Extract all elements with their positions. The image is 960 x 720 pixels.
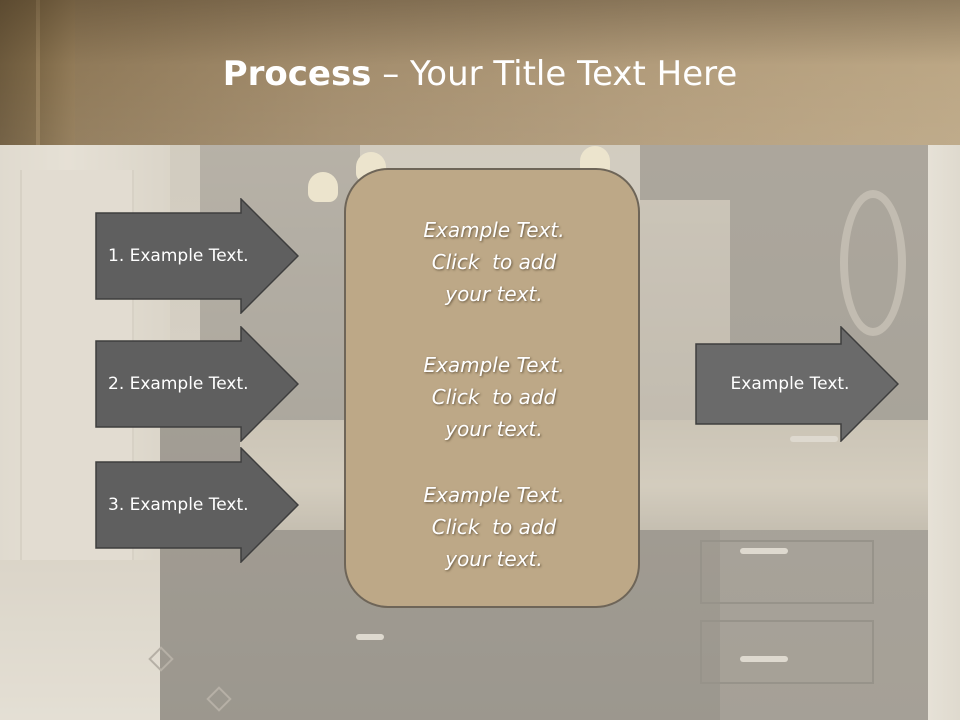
title-bar xyxy=(0,0,960,145)
center-paragraph-2-line-1: Example Text. xyxy=(423,353,565,377)
center-paragraph-2-line-3: your text. xyxy=(445,417,543,441)
center-paragraph-3-line-3: your text. xyxy=(445,547,543,571)
center-paragraph-3-line-1: Example Text. xyxy=(423,483,565,507)
bg-drawer xyxy=(700,540,874,604)
center-paragraph-2-line-2: Click to add xyxy=(431,385,557,409)
bg-lamp xyxy=(308,172,338,202)
bg-column xyxy=(928,145,960,720)
arrow-step-3-label: 3. Example Text. xyxy=(108,495,249,515)
slide-title-bold: Process xyxy=(222,54,372,94)
title-bar-shading xyxy=(0,0,960,145)
center-paragraph-2: Example Text. Click to add your text. xyxy=(346,349,642,445)
center-paragraph-1-line-2: Click to add xyxy=(431,250,557,274)
bg-towel-ring xyxy=(840,190,906,336)
bg-handle xyxy=(740,656,788,662)
center-paragraph-1: Example Text. Click to add your text. xyxy=(346,214,642,310)
slide-title-rest: – Your Title Text Here xyxy=(371,54,738,94)
bg-drawer xyxy=(700,620,874,684)
bg-handle xyxy=(790,436,838,442)
arrow-step-1[interactable]: 1. Example Text. xyxy=(95,198,299,314)
arrow-step-1-label: 1. Example Text. xyxy=(108,246,249,266)
arrow-shape xyxy=(95,326,299,442)
center-paragraph-3: Example Text. Click to add your text. xyxy=(346,479,642,575)
center-paragraph-3-line-2: Click to add xyxy=(431,515,557,539)
arrow-output[interactable]: Example Text. xyxy=(695,326,899,442)
center-paragraph-1-line-1: Example Text. xyxy=(423,218,565,242)
arrow-step-2-label: 2. Example Text. xyxy=(108,374,249,394)
slide-title[interactable]: Process – Your Title Text Here xyxy=(0,52,960,96)
arrow-step-3[interactable]: 3. Example Text. xyxy=(95,447,299,563)
center-paragraph-1-line-3: your text. xyxy=(445,282,543,306)
arrow-shape xyxy=(695,326,899,442)
arrow-step-2[interactable]: 2. Example Text. xyxy=(95,326,299,442)
title-bar-accent-line xyxy=(36,0,40,145)
bg-handle xyxy=(356,634,384,640)
bg-handle xyxy=(740,548,788,554)
arrow-output-label: Example Text. xyxy=(730,374,850,394)
center-text-box[interactable]: Example Text. Click to add your text. Ex… xyxy=(344,168,640,608)
arrow-shape xyxy=(95,198,299,314)
arrow-shape xyxy=(95,447,299,563)
